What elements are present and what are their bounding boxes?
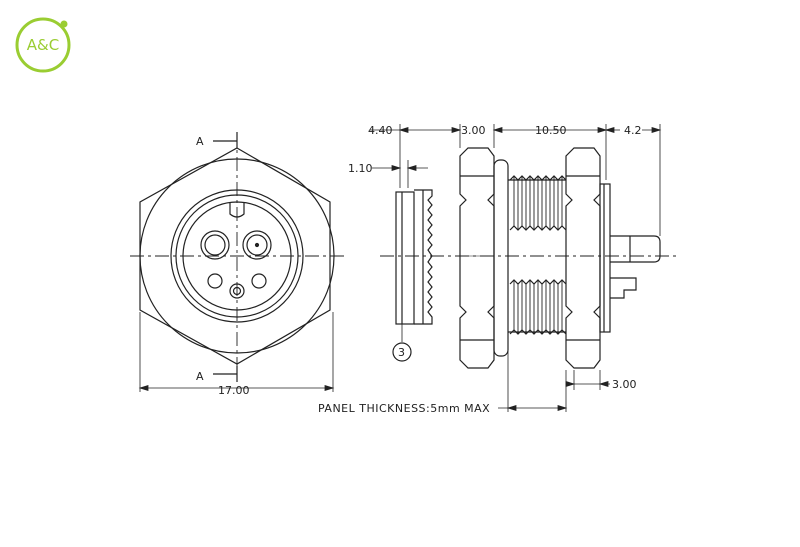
logo-icon: [15, 17, 71, 73]
dim-10-50: 10.50: [535, 124, 567, 137]
panel-thickness-note: PANEL THICKNESS:5mm MAX: [318, 402, 490, 415]
front-width-dimension: [138, 312, 335, 392]
balloon-circle: [392, 342, 412, 362]
section-mark-bottom: A: [196, 370, 204, 383]
section-mark-top: A: [196, 135, 204, 148]
dim-3-00-top: 3.00: [461, 124, 486, 137]
logo-text: A&C: [26, 36, 60, 54]
dim-1-10: 1.10: [348, 162, 373, 175]
side-dimensions: [370, 124, 662, 412]
dim-4-40: 4.40: [368, 124, 393, 137]
dim-3-00-bottom: 3.00: [612, 378, 637, 391]
dim-4-2: 4.2: [624, 124, 642, 137]
balloon-number: 3: [398, 346, 405, 359]
dim-front-width: 17.00: [218, 384, 250, 397]
side-view: [395, 147, 661, 369]
centerlines: [130, 132, 680, 380]
section-marks: [213, 132, 238, 382]
